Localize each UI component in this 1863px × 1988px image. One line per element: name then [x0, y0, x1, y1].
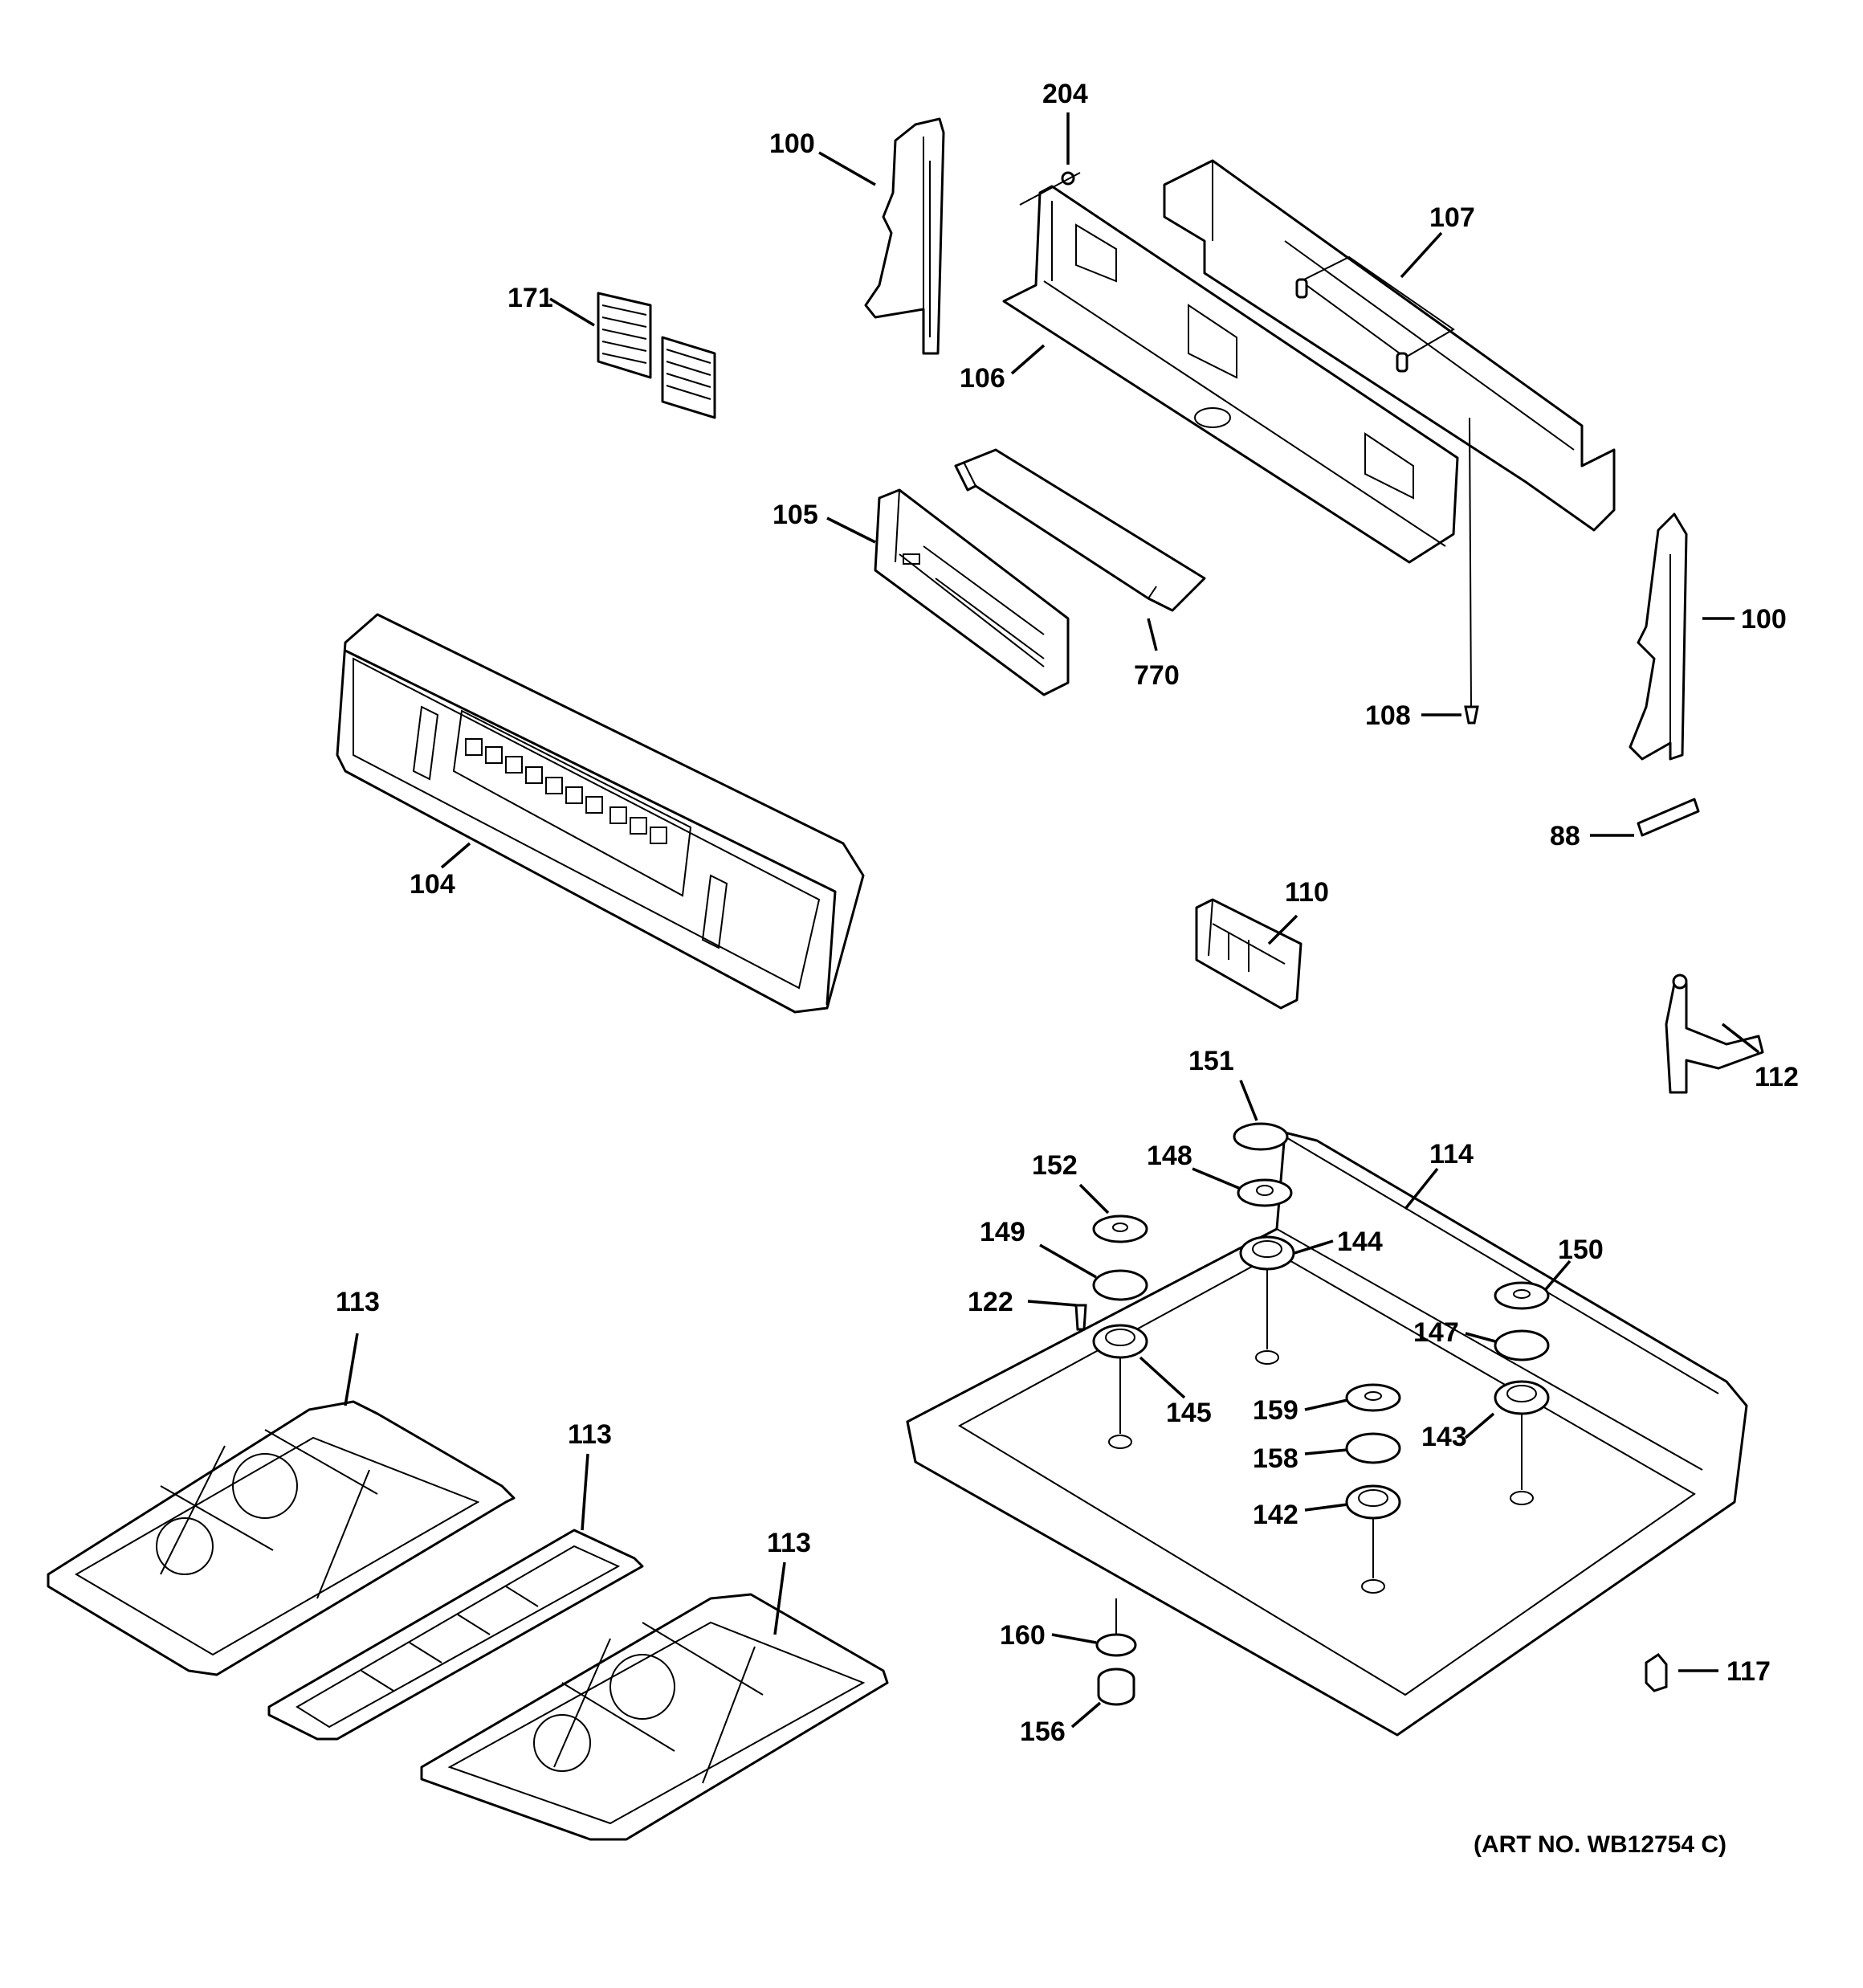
part-88-clip — [1637, 798, 1700, 837]
callout-158: 158 — [1253, 1443, 1298, 1474]
part-117-clip — [1645, 1653, 1668, 1692]
part-106-panel-back — [1002, 185, 1459, 564]
part-108-screw — [1464, 417, 1479, 725]
callout-171: 171 — [508, 283, 553, 313]
callout-100-right: 100 — [1741, 604, 1787, 635]
part-100-right-bracket — [1629, 512, 1688, 761]
callout-149: 149 — [980, 1217, 1025, 1247]
callout-150: 150 — [1558, 1235, 1604, 1265]
callout-145: 145 — [1166, 1398, 1212, 1428]
callout-88: 88 — [1550, 821, 1580, 851]
part-150-cap — [1494, 1281, 1550, 1310]
callout-113-right: 113 — [767, 1528, 811, 1558]
callout-204: 204 — [1042, 79, 1088, 109]
callout-107: 107 — [1429, 202, 1475, 233]
part-104-control-panel — [336, 613, 865, 1014]
art-number: (ART NO. WB12754 C) — [1474, 1831, 1727, 1858]
callout-100-left: 100 — [769, 129, 815, 159]
callout-151: 151 — [1188, 1046, 1234, 1076]
part-105-control-board — [874, 488, 1070, 696]
callout-142: 142 — [1253, 1500, 1298, 1530]
callout-113-center: 113 — [568, 1419, 612, 1450]
callout-112: 112 — [1755, 1062, 1799, 1092]
callout-105: 105 — [773, 500, 818, 530]
part-144-burner — [1239, 1235, 1295, 1365]
callout-143: 143 — [1421, 1422, 1467, 1452]
part-145-burner — [1092, 1324, 1148, 1449]
part-143-burner — [1494, 1380, 1550, 1505]
callout-147: 147 — [1413, 1317, 1459, 1348]
callout-114: 114 — [1429, 1139, 1474, 1170]
callout-152: 152 — [1032, 1150, 1078, 1181]
leader-lines — [344, 112, 1760, 1729]
callout-122: 122 — [968, 1287, 1013, 1317]
callout-144: 144 — [1337, 1227, 1383, 1257]
part-113-grate-left — [47, 1400, 516, 1676]
callout-104: 104 — [410, 869, 455, 900]
part-107-rear-panel — [1163, 159, 1616, 532]
callout-156: 156 — [1020, 1717, 1066, 1747]
part-147-cap — [1494, 1329, 1550, 1361]
part-110-spark-module — [1195, 898, 1302, 1010]
part-114-cooktop — [906, 1131, 1748, 1737]
part-113-grate-center — [267, 1529, 644, 1741]
callout-108: 108 — [1365, 700, 1411, 731]
part-151-cap — [1233, 1122, 1289, 1151]
part-156-foot — [1097, 1668, 1135, 1706]
part-159-cap — [1345, 1383, 1401, 1412]
callout-160: 160 — [1000, 1620, 1046, 1651]
part-149-cap — [1092, 1269, 1148, 1301]
callout-117: 117 — [1726, 1656, 1771, 1687]
callout-106: 106 — [960, 363, 1005, 394]
part-112-valve — [1665, 974, 1764, 1094]
callout-113-left: 113 — [336, 1287, 380, 1317]
callout-770: 770 — [1134, 660, 1180, 691]
callout-148: 148 — [1147, 1141, 1192, 1171]
part-122-screw — [1074, 1304, 1087, 1331]
part-142-burner — [1345, 1484, 1401, 1594]
part-171-vent-grille — [597, 292, 716, 419]
callout-159: 159 — [1253, 1395, 1298, 1426]
part-160-foot — [1095, 1598, 1137, 1657]
part-152-cap — [1092, 1214, 1148, 1243]
callout-labels: 100 204 107 171 106 105 770 108 88 100 1… — [336, 79, 1799, 1747]
part-148-head — [1237, 1178, 1293, 1207]
part-100-left-bracket — [864, 117, 945, 355]
callout-110: 110 — [1285, 877, 1329, 908]
part-113-grate-right — [420, 1593, 889, 1841]
part-770-shield — [954, 448, 1206, 612]
part-158-cap — [1345, 1432, 1401, 1464]
